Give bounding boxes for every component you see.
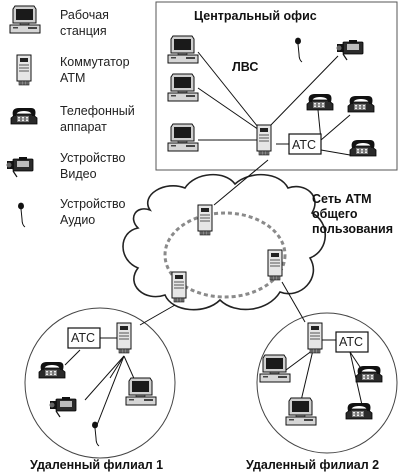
legend-audio-label: Устройство Аудио <box>60 196 125 228</box>
legend-video-line-1: Устройство <box>60 151 126 165</box>
legend-audio-line-1: Устройство <box>60 197 126 211</box>
branch2-workstation-1-icon <box>259 354 291 383</box>
legend-audio-icon <box>17 202 26 228</box>
branch2-phone-2-icon <box>345 402 373 420</box>
branch1-phone-icon <box>38 361 66 379</box>
central-phone-1-icon <box>306 93 334 111</box>
central-workstation-2-icon <box>167 73 199 102</box>
branch2-phone-1-icon <box>355 365 383 383</box>
branch1-workstation-icon <box>125 377 157 406</box>
atm-network-line-2: общего <box>312 207 358 221</box>
atm-network-cloud <box>122 173 326 311</box>
legend-phone-icon <box>10 107 38 125</box>
central-lan-label: ЛВС <box>232 60 259 74</box>
legend-phone-label: Телефонный аппарат <box>60 103 135 135</box>
legend-audio-line-2: Аудио <box>60 213 96 227</box>
branch1-atm-switch-icon <box>116 322 132 354</box>
branch2-atm-switch-icon <box>307 322 323 354</box>
cloud-atm-switch-top-icon <box>197 204 213 236</box>
branch1-title: Удаленный филиал 1 <box>30 458 164 472</box>
legend-atm-switch-line-1: Коммутатор <box>60 55 130 69</box>
legend-workstation-line-2: станция <box>60 24 107 38</box>
legend-workstation-line-1: Рабочая <box>60 8 109 22</box>
legend-phone-line-2: аппарат <box>60 120 107 134</box>
atm-network-line-3: пользования <box>312 222 394 236</box>
central-atm-switch-icon <box>256 124 272 156</box>
atm-network-label: Сеть АТМ общего пользования <box>312 192 393 237</box>
legend-atm-switch-icon <box>16 54 32 86</box>
legend-atm-switch-label: Коммутатор ATM <box>60 54 130 86</box>
legend-video-label: Устройство Видео <box>60 150 125 182</box>
atm-network-line-1: Сеть АТМ <box>312 192 372 206</box>
cloud-atm-switch-bottom-icon <box>171 271 187 303</box>
branch2-pbx-label: АТС <box>339 335 364 349</box>
central-workstation-1-icon <box>167 35 199 64</box>
central-office-title: Центральный офис <box>194 9 317 23</box>
legend-workstation-icon <box>9 5 41 34</box>
legend-phone-line-1: Телефонный <box>60 104 135 118</box>
legend-video-icon <box>5 156 34 178</box>
central-phone-2-icon <box>347 95 375 113</box>
central-pbx-label: АТС <box>292 138 317 152</box>
atm-ring <box>163 211 287 299</box>
central-phone-3-icon <box>349 139 377 157</box>
branch2-workstation-2-icon <box>285 397 317 426</box>
branch1-pbx-label: АТС <box>71 331 96 345</box>
connection-lines <box>64 51 363 426</box>
central-workstation-3-icon <box>167 123 199 152</box>
branch2-title: Удаленный филиал 2 <box>246 458 380 472</box>
cloud-atm-switch-right-icon <box>267 249 283 281</box>
legend-atm-switch-line-2: ATM <box>60 71 86 85</box>
legend-workstation-label: Рабочая станция <box>60 7 109 39</box>
legend-video-line-2: Видео <box>60 167 97 181</box>
branch2-circle <box>256 312 398 454</box>
